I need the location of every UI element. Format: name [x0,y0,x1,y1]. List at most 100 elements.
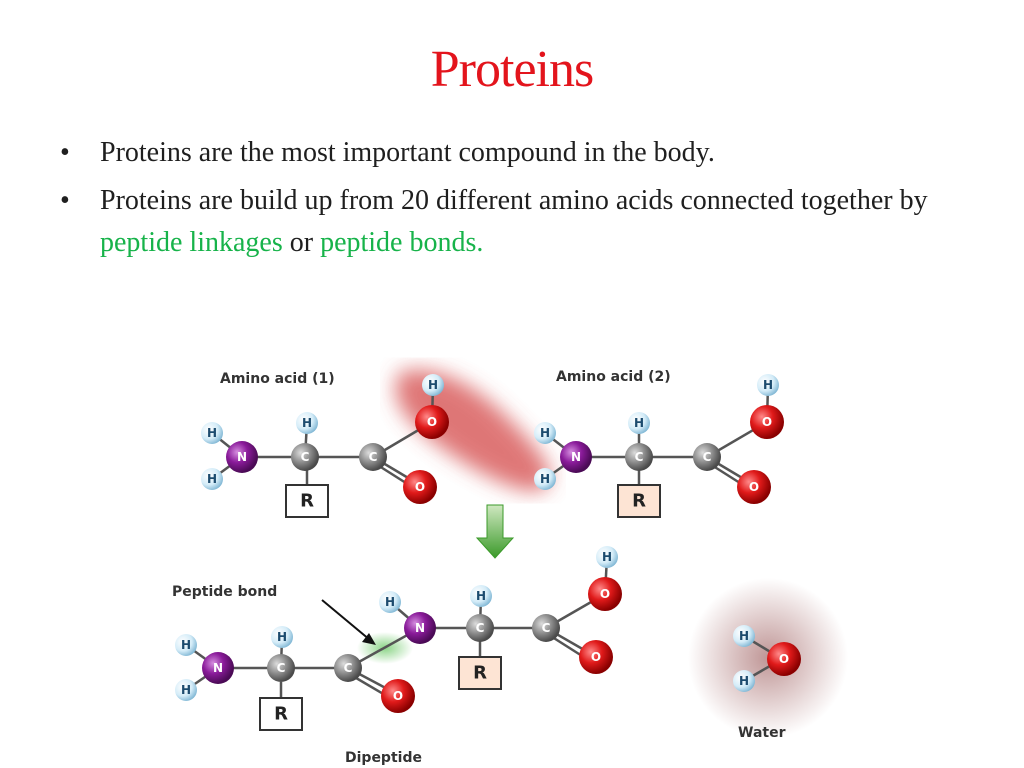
r-group-box [259,697,303,731]
carbon-atom [267,654,295,682]
peptide-linkages-term: peptide linkages [100,227,283,258]
bullet-dot: • [60,185,70,216]
atom-symbol: H [739,674,749,688]
peptide-bond-pointer [321,599,371,641]
atom-symbol: C [344,661,353,675]
atom-symbol: O [779,652,789,666]
atom-symbol: H [277,630,287,644]
nitrogen-atom [404,612,436,644]
atom-symbol: O [427,415,437,429]
slide-title: Proteins [430,41,594,98]
bullet-item: • Proteins are the most important compou… [60,132,960,174]
r-group-box [458,656,502,690]
atom-symbol: H [181,683,191,697]
hydrogen-atom [422,374,444,396]
water-molecule: H H O [733,625,801,692]
bullet-dot: • [60,137,70,168]
amino-acid-2: H H H H N C C O O R [534,374,784,518]
peptide-bond-pointer-head [362,633,376,645]
carbon-atom [359,443,387,471]
atom-symbol: H [634,416,644,430]
atom-symbol: H [540,472,550,486]
water-label: Water [738,725,786,741]
bullet-text-part: or [282,227,321,258]
carbon-atom [532,614,560,642]
hydrogen-atom [379,591,401,613]
r-group-box [285,484,329,518]
atom-symbol: H [385,595,395,609]
atom-symbol: C [703,450,712,464]
carbon-atom [466,614,494,642]
r-group-box [617,484,661,518]
bullet-text: Proteins are build up from 20 different … [100,180,960,264]
carbon-atom [625,443,653,471]
bullet-list: • Proteins are the most important compou… [60,132,960,270]
nitrogen-atom [202,652,234,684]
atom-symbol: H [207,472,217,486]
atom-symbol: H [540,426,550,440]
hydrogen-atom [596,546,618,568]
atom-symbol: H [476,589,486,603]
oxygen-atom [588,577,622,611]
atom-symbol: H [739,629,749,643]
atom-symbol: N [415,621,425,635]
hydrogen-atom [534,468,556,490]
bullet-item: • Proteins are build up from 20 differen… [60,180,960,264]
atom-symbol: C [369,450,378,464]
atom-symbol: O [749,480,759,494]
bullet-text: Proteins are the most important compound… [100,137,715,168]
oxygen-atom [579,640,613,674]
hydrogen-atom [757,374,779,396]
atom-symbol: H [763,378,773,392]
atom-symbol: N [571,450,581,464]
atom-symbol: H [602,550,612,564]
atom-symbol: O [393,689,403,703]
oxygen-atom [403,470,437,504]
oxygen-atom [381,679,415,713]
hydrogen-atom [733,625,755,647]
oxygen-atom [750,405,784,439]
r-group-symbol: R [473,663,487,684]
hydrogen-atom [175,679,197,701]
atom-symbol: H [181,638,191,652]
peptide-bonds-term: peptide bonds. [320,227,484,258]
atom-symbol: O [762,415,772,429]
oxygen-atom [415,405,449,439]
reaction-arrow [475,504,515,559]
carbon-atom [291,443,319,471]
nitrogen-atom [226,441,258,473]
atom-symbol: C [277,661,286,675]
carbon-atom [334,654,362,682]
peptide-bond-label: Peptide bond [172,584,277,600]
atom-symbol: N [237,450,247,464]
atom-symbol: O [600,587,610,601]
bullet-text-part: Proteins are build up from 20 different … [100,185,928,216]
atom-symbol: H [428,378,438,392]
r-group-symbol: R [632,491,646,512]
hydrogen-atom [733,670,755,692]
atom-symbol: H [302,416,312,430]
atom-symbol: C [542,621,551,635]
hydrogen-atom [470,585,492,607]
atom-symbol: C [301,450,310,464]
dipeptide: H H H H H H N N C C C C O O O R R [175,546,622,731]
hydrogen-atom [201,422,223,444]
hydrogen-atom [201,468,223,490]
amino-acid-1: H H H H N C C O O R [201,374,449,518]
atom-symbol: O [591,650,601,664]
oxygen-atom [767,642,801,676]
hydrogen-atom [534,422,556,444]
r-group-symbol: R [300,491,314,512]
water-removal-highlight [395,369,551,492]
hydrogen-atom [296,412,318,434]
dipeptide-label: Dipeptide [345,750,422,766]
oxygen-atom [737,470,771,504]
atom-symbol: C [635,450,644,464]
atom-symbol: O [415,480,425,494]
atom-symbol: H [207,426,217,440]
hydrogen-atom [271,626,293,648]
carbon-atom [693,443,721,471]
atom-symbol: C [476,621,485,635]
hydrogen-atom [175,634,197,656]
